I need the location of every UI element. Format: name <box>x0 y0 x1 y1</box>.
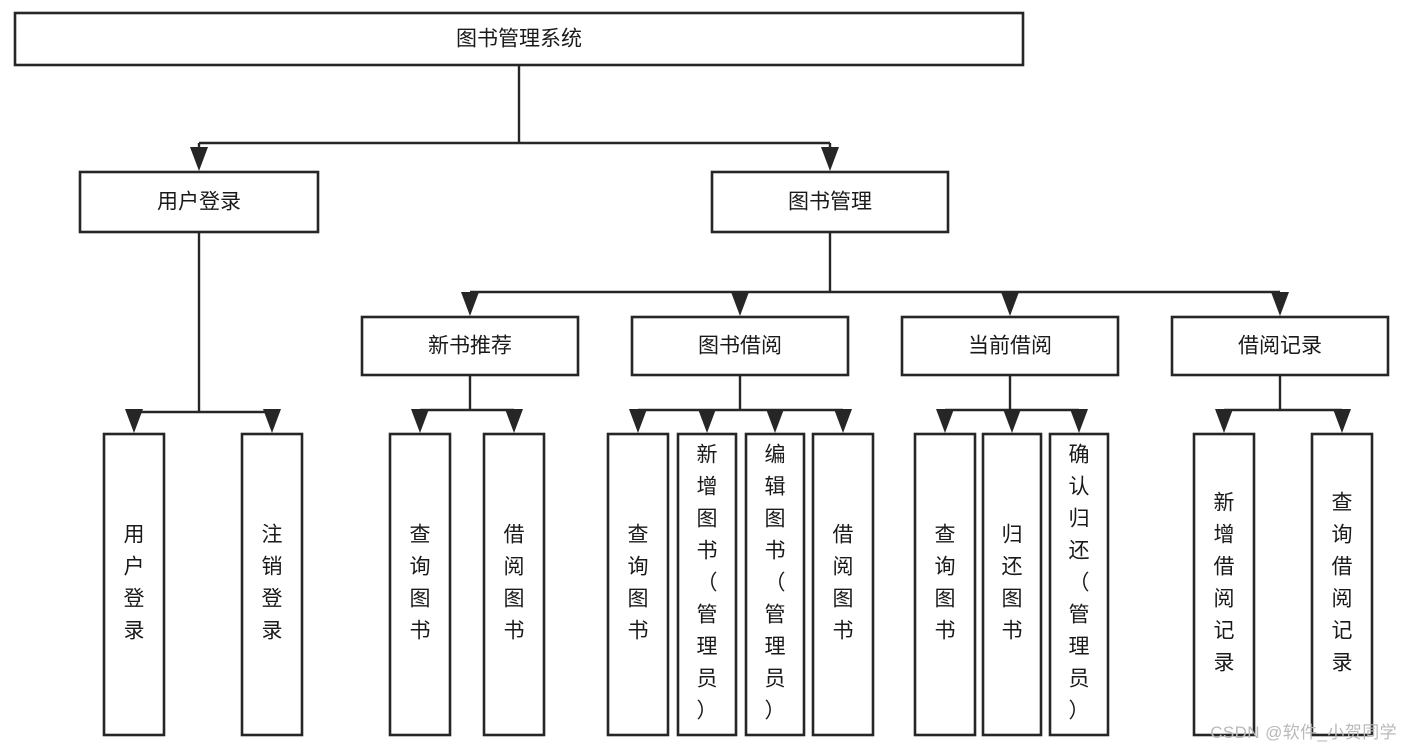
node-label-borrow-record: 借阅记录 <box>1238 335 1322 358</box>
node-borrow-record[interactable]: 借阅记录 <box>1170 315 1390 377</box>
node-label-logout-leaf: 注销登录 <box>262 524 283 643</box>
node-box-query-book-3[interactable] <box>913 432 977 737</box>
node-user-login[interactable]: 用户登录 <box>78 170 320 234</box>
node-box-current-borrow[interactable] <box>900 315 1120 377</box>
node-label-query-book-3: 查询图书 <box>935 524 956 643</box>
edge-layer <box>125 65 1351 433</box>
node-label-borrow-book-2: 借阅图书 <box>833 524 854 643</box>
node-label-borrow-book-1: 借阅图书 <box>504 524 525 643</box>
node-root[interactable]: 图书管理系统 <box>13 11 1025 67</box>
node-add-borrow-record[interactable]: 新增借阅记录 <box>1192 432 1256 737</box>
node-box-borrow-book-1[interactable] <box>482 432 546 737</box>
node-box-root[interactable] <box>13 11 1025 67</box>
node-label-return-book: 归还图书 <box>1002 524 1023 643</box>
node-label-add-borrow-record: 新增借阅记录 <box>1214 492 1235 675</box>
node-label-root: 图书管理系统 <box>456 28 582 51</box>
node-layer: 图书管理系统用户登录图书管理新书推荐图书借阅当前借阅借阅记录用户登录注销登录查询… <box>13 11 1390 737</box>
node-query-book-2[interactable]: 查询图书 <box>606 432 670 737</box>
node-query-borrow-record[interactable]: 查询借阅记录 <box>1310 432 1374 737</box>
node-box-book-borrow[interactable] <box>630 315 850 377</box>
node-edit-book-admin[interactable]: 编辑图书（管理员） <box>744 432 806 737</box>
node-box-user-login[interactable] <box>78 170 320 234</box>
node-box-edit-book-admin[interactable] <box>744 432 806 737</box>
node-label-book-management: 图书管理 <box>788 191 872 214</box>
node-box-add-book-admin[interactable] <box>676 432 738 737</box>
node-confirm-return-admin[interactable]: 确认归还（管理员） <box>1048 432 1110 737</box>
node-label-new-book-recommend: 新书推荐 <box>428 335 512 358</box>
node-label-user-login: 用户登录 <box>157 191 241 214</box>
node-box-borrow-book-2[interactable] <box>811 432 875 737</box>
node-book-borrow[interactable]: 图书借阅 <box>630 315 850 377</box>
node-query-book-1[interactable]: 查询图书 <box>388 432 452 737</box>
node-book-management[interactable]: 图书管理 <box>710 170 950 234</box>
node-box-book-management[interactable] <box>710 170 950 234</box>
node-current-borrow[interactable]: 当前借阅 <box>900 315 1120 377</box>
node-box-add-borrow-record[interactable] <box>1192 432 1256 737</box>
node-label-user-login-leaf: 用户登录 <box>124 524 145 643</box>
node-query-book-3[interactable]: 查询图书 <box>913 432 977 737</box>
node-logout-leaf[interactable]: 注销登录 <box>240 432 304 737</box>
node-box-new-book-recommend[interactable] <box>360 315 580 377</box>
node-box-query-borrow-record[interactable] <box>1310 432 1374 737</box>
node-box-query-book-2[interactable] <box>606 432 670 737</box>
node-label-query-book-1: 查询图书 <box>410 524 431 643</box>
node-label-query-book-2: 查询图书 <box>628 524 649 643</box>
node-borrow-book-2[interactable]: 借阅图书 <box>811 432 875 737</box>
node-user-login-leaf[interactable]: 用户登录 <box>102 432 166 737</box>
node-label-book-borrow: 图书借阅 <box>698 335 782 358</box>
node-box-user-login-leaf[interactable] <box>102 432 166 737</box>
node-label-add-book-admin: 新增图书（管理员） <box>697 444 718 723</box>
node-box-borrow-record[interactable] <box>1170 315 1390 377</box>
node-label-confirm-return-admin: 确认归还（管理员） <box>1069 444 1090 723</box>
node-new-book-recommend[interactable]: 新书推荐 <box>360 315 580 377</box>
node-label-query-borrow-record: 查询借阅记录 <box>1332 492 1353 675</box>
node-return-book[interactable]: 归还图书 <box>981 432 1043 737</box>
node-box-return-book[interactable] <box>981 432 1043 737</box>
node-box-logout-leaf[interactable] <box>240 432 304 737</box>
node-label-current-borrow: 当前借阅 <box>968 335 1052 358</box>
node-label-edit-book-admin: 编辑图书（管理员） <box>765 444 786 723</box>
node-box-query-book-1[interactable] <box>388 432 452 737</box>
node-add-book-admin[interactable]: 新增图书（管理员） <box>676 432 738 737</box>
node-box-confirm-return-admin[interactable] <box>1048 432 1110 737</box>
node-borrow-book-1[interactable]: 借阅图书 <box>482 432 546 737</box>
